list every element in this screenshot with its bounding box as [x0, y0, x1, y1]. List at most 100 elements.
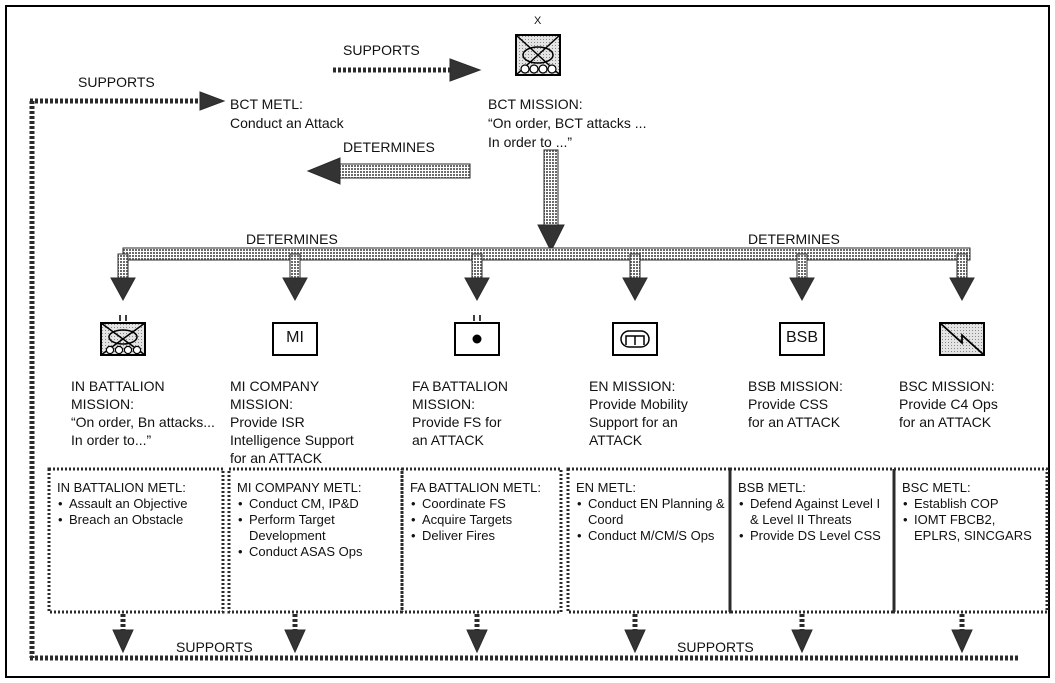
supports-label-top: SUPPORTS	[343, 42, 420, 58]
determines-label-a: DETERMINES	[246, 231, 338, 247]
metl-title: MI COMPANY METL:	[237, 480, 362, 495]
main-trunk	[543, 149, 559, 226]
supports-label-bottom-a: SUPPORTS	[176, 639, 253, 655]
unit-mission-line: Provide CSS	[748, 396, 829, 412]
unit-mission-line: MISSION:	[71, 396, 135, 412]
supports-drop-arrow	[951, 629, 973, 654]
bct-symbol-wheel	[529, 64, 539, 74]
unit-mission-line: an ATTACK	[412, 432, 484, 448]
supports-arrow-top	[449, 58, 482, 82]
unit-drop-arrow	[949, 277, 975, 302]
unit-mission-line: for an ATTACK	[748, 414, 841, 430]
unit-mission-line: for an ATTACK	[899, 414, 992, 430]
unit-mission-line: Provide FS for	[412, 414, 502, 430]
supports-drop-arrow	[791, 629, 813, 654]
metl-title: BSB METL:	[738, 480, 806, 495]
metl-task-list: Assault an ObjectiveBreach an Obstacle	[57, 496, 219, 528]
bct-mission-line-3: In order to ...”	[488, 134, 573, 150]
metl-box	[47, 467, 225, 614]
metl-content: EN METL:Conduct EN Planning & CoordCondu…	[576, 480, 726, 544]
metl-task-item: Conduct EN Planning & Coord	[576, 496, 726, 528]
unit-mission-line: EN MISSION:	[589, 378, 676, 394]
metl-task-list: Defend Against Level I & Level II Threat…	[738, 496, 890, 544]
metl-task-item: Assault an Objective	[57, 496, 219, 512]
bct-symbol-wheel	[547, 64, 557, 74]
unit-mission-line: MISSION:	[412, 396, 476, 412]
metl-content: MI COMPANY METL:Conduct CM, IP&DPerform …	[237, 480, 398, 560]
bct-metl-task: Conduct an Attack	[230, 115, 344, 131]
unit-drop-arrow	[464, 277, 490, 302]
determines-label-b: DETERMINES	[748, 231, 840, 247]
unit-drop-arrow	[282, 277, 308, 302]
unit-symbol-icon	[779, 322, 825, 356]
metl-title: IN BATTALION METL:	[57, 480, 186, 495]
unit-mission-line: MI COMPANY	[230, 378, 320, 394]
metl-task-list: Establish COPIOMT FBCB2, EPLRS, SINCGARS	[902, 496, 1043, 544]
bct-symbol-wheel	[538, 64, 548, 74]
metl-task-item: Deliver Fires	[410, 528, 557, 544]
unit-mission-line: Support for an	[589, 414, 678, 430]
bct-mission-title: BCT MISSION:	[488, 96, 583, 112]
unit-mission-line: ATTACK	[589, 432, 643, 448]
metl-content: IN BATTALION METL:Assault an ObjectiveBr…	[57, 480, 219, 528]
metl-title: BSC METL:	[902, 480, 971, 495]
unit-mission-line: IN BATTALION	[71, 378, 165, 394]
unit-drop-arrow	[789, 277, 815, 302]
unit-mission-line: Provide C4 Ops	[899, 396, 998, 412]
main-trunk-arrow	[537, 224, 565, 253]
unit-symbol-icon	[454, 315, 500, 356]
unit-mission-line: In order to...”	[71, 432, 152, 448]
metl-box	[728, 467, 896, 614]
supports-arrow-left-loop	[199, 91, 226, 111]
metl-task-list: Coordinate FSAcquire TargetsDeliver Fire…	[410, 496, 557, 544]
supports-drop-arrow	[112, 629, 134, 654]
metl-task-item: Conduct M/CM/S Ops	[576, 528, 726, 544]
bct-echelon-marker: X	[534, 15, 542, 27]
metl-box	[400, 467, 563, 614]
metl-task-item: Conduct CM, IP&D	[237, 496, 398, 512]
metl-task-item: Coordinate FS	[410, 496, 557, 512]
unit-mission-line: Provide Mobility	[589, 396, 688, 412]
distribution-bar	[122, 247, 971, 261]
bct-symbol-wheel	[520, 64, 530, 74]
metl-task-item: Defend Against Level I & Level II Threat…	[738, 496, 890, 528]
unit-symbol-icon	[272, 322, 318, 356]
metl-task-item: Acquire Targets	[410, 512, 557, 528]
metl-task-list: Conduct EN Planning & CoordConduct M/CM/…	[576, 496, 726, 544]
unit-symbol-text: MI	[286, 329, 304, 346]
supports-drop-arrow	[624, 629, 646, 654]
supports-drop-arrow	[284, 629, 306, 654]
metl-task-item: Conduct ASAS Ops	[237, 544, 398, 560]
bct-metl-title: BCT METL:	[230, 96, 303, 112]
supports-label-bottom-b: SUPPORTS	[677, 639, 754, 655]
unit-mission-line: Provide ISR	[230, 414, 305, 430]
unit-mission-line: for an ATTACK	[230, 450, 323, 466]
diagram-frame	[5, 5, 1050, 678]
unit-mission-line: Intelligence Support	[230, 432, 354, 448]
unit-mission-line: BSC MISSION:	[899, 378, 995, 394]
metl-content: BSC METL:Establish COPIOMT FBCB2, EPLRS,…	[902, 480, 1043, 544]
unit-symbol-icon	[939, 322, 985, 356]
metl-title: FA BATTALION METL:	[410, 480, 541, 495]
unit-symbol-text: BSB	[785, 329, 818, 346]
metl-box	[566, 467, 732, 614]
supports-label-left: SUPPORTS	[78, 74, 155, 90]
metl-task-item: Perform Target Development	[237, 512, 398, 544]
metl-box	[892, 467, 1049, 614]
metl-task-item: Provide DS Level CSS	[738, 528, 890, 544]
determines-arrow-left	[306, 157, 341, 185]
unit-mission-line: BSB MISSION:	[748, 378, 843, 394]
determines-label-left: DETERMINES	[343, 139, 435, 155]
metl-task-item: Establish COP	[902, 496, 1043, 512]
supports-drop-arrow	[466, 629, 488, 654]
unit-drop-arrow	[622, 277, 648, 302]
unit-symbol-icon	[100, 315, 146, 356]
unit-symbol-icon	[612, 322, 658, 356]
bct-mission-line-2: “On order, BCT attacks ...	[488, 115, 647, 131]
determines-bar-left	[339, 163, 471, 179]
bct-symbol-oval	[522, 46, 554, 64]
metl-task-item: Breach an Obstacle	[57, 512, 219, 528]
metl-content: FA BATTALION METL:Coordinate FSAcquire T…	[410, 480, 557, 544]
metl-content: BSB METL:Defend Against Level I & Level …	[738, 480, 890, 544]
